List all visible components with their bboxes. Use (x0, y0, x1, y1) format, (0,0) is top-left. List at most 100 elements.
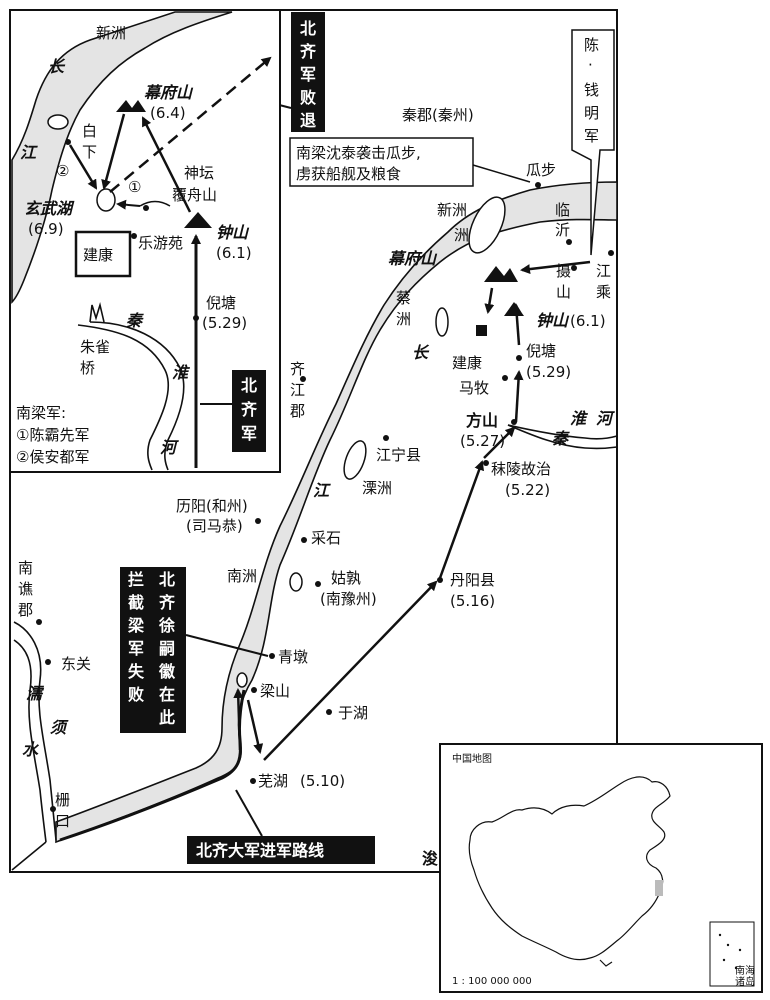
label-liyang: 历阳(和州) (176, 497, 248, 515)
inset-beiqi-3: 军 (241, 424, 257, 443)
place-dot (437, 577, 443, 583)
label-nanzhou: 南洲 (227, 567, 257, 585)
callout-beiqi-defeat-1: 北 (300, 19, 316, 38)
river-jiang-label: 江 (313, 481, 331, 500)
place-dot (726, 943, 730, 947)
south-sea-label-1: 南海 (735, 964, 755, 977)
label-qijiangjun-3: 郡 (290, 402, 305, 420)
nanzhou-island (289, 572, 303, 592)
inset-label-baixia-1: 白 (82, 122, 97, 140)
river-shui-label: 水 (22, 740, 40, 759)
route-wuhu-liangshan (233, 688, 244, 751)
inset-beiqi-1: 北 (241, 376, 257, 395)
callout-beiqi-defeat-3: 军 (300, 65, 316, 84)
route-chen-qian (520, 260, 591, 275)
callout-main-route (187, 836, 375, 864)
inset-label-xuanwuhu-date: (6.9) (28, 220, 64, 238)
jiankang-city-icon (476, 325, 487, 336)
river-he-label: 河 (596, 409, 615, 428)
inset-label-fuzhoushan: 覆舟山 (172, 186, 217, 204)
inset-qinhuai-east (89, 321, 185, 471)
place-dot (511, 419, 517, 425)
place-dot (315, 581, 321, 587)
south-sea-label-2: 诸岛 (735, 975, 755, 988)
china-outline (468, 776, 671, 961)
label-zhongshan-date: (6.1) (570, 312, 606, 330)
label-simatai: (司马恭) (186, 517, 243, 535)
place-dot (738, 948, 742, 952)
inset-mufushan-icon (116, 100, 146, 112)
inset-beiqi-label (232, 370, 266, 452)
liangshan-island (236, 672, 248, 688)
callout-xu-2-4: 军 (128, 639, 144, 658)
hainan-island (599, 959, 613, 967)
inset-label-circled2: ② (56, 162, 69, 180)
inset-xuanwu-lake (96, 188, 116, 212)
inset-jiankang-box (74, 230, 132, 278)
qinhuai-bank-north (507, 424, 618, 440)
inset-label-nitang-date: (5.29) (202, 314, 247, 332)
label-xinzhou: 新洲 (437, 201, 467, 219)
inset-label-zhuque-1: 朱雀 (80, 338, 110, 356)
label-shankou-1: 栅 (55, 791, 70, 809)
label-yuhu: 于湖 (338, 704, 368, 722)
callout-xu-sihui (120, 567, 186, 733)
inset-legend-item1: ①陈霸先军 (16, 426, 89, 444)
inset-label-xinzhou: 新洲 (96, 24, 126, 42)
label-mamu: 马牧 (459, 379, 489, 397)
caizhou-island (435, 307, 449, 337)
place-dot (535, 182, 541, 188)
label-qijiangjun-1: 齐 (290, 360, 305, 378)
china-inset-scale: 1 : 100 000 000 (452, 976, 532, 987)
callout-xu-1-7: 此 (159, 708, 175, 727)
callout-main-route-pointer (235, 789, 263, 837)
label-dongguan: 东关 (61, 655, 91, 673)
route-liangshan-wuhu (246, 699, 264, 754)
yangtze-river (55, 181, 618, 844)
inset-zhongshan-icon (184, 212, 212, 228)
label-mufushan: 幕府山 (388, 249, 438, 268)
label-nanqiao-1: 南 (18, 559, 33, 577)
label-wuhu-date: (5.10) (300, 772, 345, 790)
label-linyi-1: 临 (555, 201, 570, 219)
place-dot (50, 806, 56, 812)
callout-xu-2-1: 拦 (128, 570, 144, 589)
label-sheshan-1: 摄 (556, 262, 571, 280)
place-dot (250, 778, 256, 784)
inset-river-huai: 淮 (172, 363, 191, 382)
callout-beiqi-defeat-4: 败 (300, 88, 316, 107)
label-jiangcheng-2: 乘 (596, 283, 611, 301)
inset-beiqi-2: 齐 (241, 400, 258, 419)
callout-chen-qian-3: 钱 (584, 81, 599, 99)
label-guabu: 瓜步 (526, 161, 556, 179)
inset-label-zhongshan-date: (6.1) (216, 244, 252, 262)
label-danyang-date: (5.16) (450, 592, 495, 610)
inset-qinhuai-west (77, 324, 170, 471)
place-dot (718, 933, 722, 937)
place-dot (301, 537, 307, 543)
callout-shen-tai-1: 南梁沈泰袭击瓜步, (296, 144, 421, 162)
inset-label-jiankang: 建康 (83, 246, 113, 264)
label-caizhou-1: 蔡 (396, 289, 411, 307)
place-dot (65, 139, 71, 145)
route-danyang-moling (438, 460, 484, 579)
inset-label-leyouyuan: 乐游苑 (138, 234, 183, 252)
zhongshan-mountain-icon (504, 302, 524, 316)
inset-label-mufushan-date: (6.4) (150, 104, 186, 122)
inset-river-chang: 长 (48, 57, 66, 76)
place-dot (36, 619, 42, 625)
inset-label-baixia-2: 下 (82, 143, 97, 161)
callout-beiqi-defeat-2: 齐 (300, 42, 317, 61)
route-mufushan-jiankang (484, 287, 495, 314)
label-shankou-2: 口 (55, 812, 70, 830)
label-fangshan-date: (5.27) (460, 432, 505, 450)
place-dot (516, 355, 522, 361)
label-sheshan-2: 山 (556, 283, 571, 301)
label-moling: 秣陵故治 (491, 460, 551, 478)
xinzhou-island (468, 196, 506, 254)
callout-xu-2-3: 梁 (127, 616, 145, 635)
callout-xu-pointer (185, 634, 269, 657)
qinhuai-bank-south (507, 424, 618, 450)
inset-legend-title: 南梁军: (16, 404, 66, 422)
label-lishui: 溧洲 (362, 479, 392, 497)
